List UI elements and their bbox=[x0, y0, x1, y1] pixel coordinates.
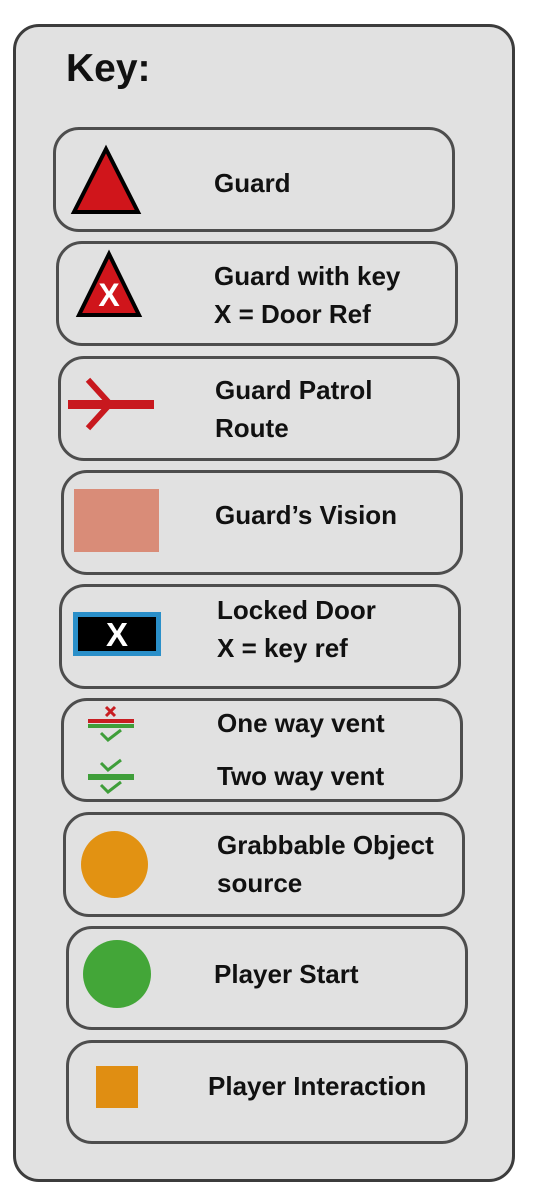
label-player-interaction-line-1: Player Interaction bbox=[208, 1071, 427, 1101]
locked-door-frame bbox=[73, 612, 161, 656]
label-grabbable-line-2: source bbox=[217, 867, 303, 898]
one-way-vent-top-bar bbox=[88, 719, 134, 723]
two-way-vent-check-bottom bbox=[99, 780, 122, 794]
locked-door-ref: X bbox=[106, 616, 128, 653]
key-title: Key: bbox=[66, 47, 151, 90]
label-locked-door-line-2: X = key ref bbox=[217, 632, 348, 663]
label-grabbable: Grabbable Object source bbox=[217, 827, 434, 903]
label-locked-door: Locked Door X = key ref bbox=[217, 592, 376, 668]
label-one-way-vent: One way vent bbox=[217, 708, 385, 738]
label-guard-with-key-line-2: X = Door Ref bbox=[214, 298, 371, 329]
guard-with-key-triangle bbox=[75, 249, 143, 317]
locked-door-icon: X bbox=[73, 612, 161, 656]
two-way-vent-check-top bbox=[99, 758, 122, 772]
label-guard: Guard bbox=[214, 165, 291, 203]
two-way-vent-icon bbox=[88, 758, 134, 794]
label-vision: Guard’s Vision bbox=[215, 497, 397, 535]
one-way-vent-check-mark bbox=[99, 728, 122, 742]
legend-entry-vents bbox=[61, 698, 463, 802]
orange-square-icon bbox=[96, 1066, 138, 1108]
patrol-route-chevron bbox=[85, 377, 115, 431]
two-way-vent-bar bbox=[88, 774, 134, 780]
label-patrol-route-line-1: Guard Patrol bbox=[215, 375, 373, 405]
guard-with-key-ref: X bbox=[98, 277, 120, 313]
label-two-way-vent: Two way vent bbox=[217, 761, 385, 791]
patrol-route-arrow-icon bbox=[68, 377, 154, 431]
one-way-vent-bottom-bar bbox=[88, 724, 134, 728]
green-circle-icon bbox=[83, 940, 151, 1008]
orange-circle-icon bbox=[81, 831, 148, 898]
label-grabbable-line-1: Grabbable Object bbox=[217, 830, 434, 860]
guard-with-key-icon: X bbox=[75, 249, 143, 317]
vision-square-icon bbox=[74, 489, 159, 552]
label-player-start-line-1: Player Start bbox=[214, 959, 359, 989]
label-guard-line-1: Guard bbox=[214, 168, 291, 198]
one-way-vent-icon bbox=[88, 705, 134, 742]
label-locked-door-line-1: Locked Door bbox=[217, 595, 376, 625]
label-guard-with-key: Guard with key X = Door Ref bbox=[214, 258, 400, 334]
label-player-interaction: Player Interaction bbox=[208, 1068, 426, 1106]
guard-triangle-shape bbox=[70, 144, 142, 214]
label-vision-line-1: Guard’s Vision bbox=[215, 500, 398, 530]
guard-triangle-icon bbox=[70, 144, 142, 214]
label-patrol-route-line-2: Route bbox=[215, 412, 289, 443]
label-player-start: Player Start bbox=[214, 956, 359, 994]
one-way-vent-x-mark-b bbox=[104, 705, 117, 718]
label-guard-with-key-line-1: Guard with key bbox=[214, 261, 401, 291]
